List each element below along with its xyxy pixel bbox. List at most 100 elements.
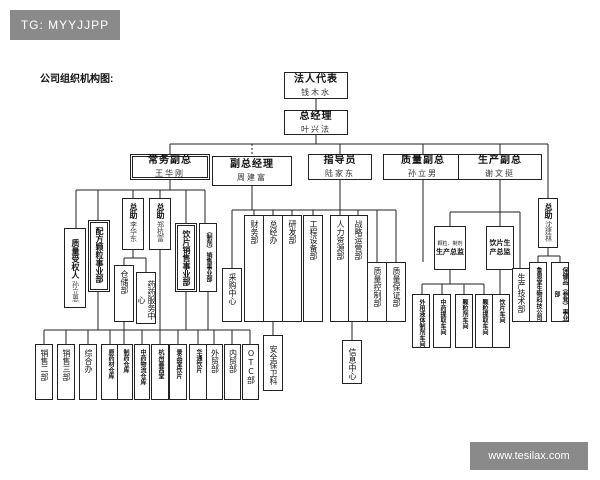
- node-title: 总助: [156, 203, 165, 219]
- node-production-deputy: 生产副总 谢文挺: [458, 154, 542, 180]
- watermark-top-left: TG: MYYJJPP: [10, 10, 120, 40]
- node-title: 信息中心: [348, 348, 357, 380]
- node-title: 研发部: [288, 220, 297, 244]
- node-pharma-warehouse: 制药仓库: [117, 344, 133, 400]
- node-person: 李华东: [129, 221, 138, 242]
- node-title: 仓储部: [120, 270, 129, 294]
- node-title: 生产副总: [478, 155, 522, 166]
- node-assistant-li: 总助 李华东: [122, 198, 144, 250]
- node-title: 战略运营部: [354, 220, 363, 260]
- watermark-bottom-right: www.tesilax.com: [470, 442, 588, 470]
- node-title: 安全保卫科: [269, 345, 278, 385]
- node-formula-granule-division: 配方颗粒事业部: [88, 220, 110, 292]
- node-rd-dept: 研发部: [282, 215, 302, 322]
- node-title: 副总经理: [230, 159, 274, 170]
- node-general-manager: 总经理 叶兴法: [284, 110, 348, 135]
- node-finance-dept: 财务部: [244, 215, 264, 322]
- node-person: 周建富: [237, 173, 267, 182]
- node-purchasing-center: 采购中心: [222, 268, 242, 322]
- node-herb-logistics-warehouse: 中药物流仓库: [134, 344, 150, 400]
- node-person: 王华刚: [155, 169, 185, 178]
- node-title: 质量受权人: [71, 238, 80, 279]
- node-title: 综合办: [84, 349, 93, 373]
- node-biotech-company: 鲁恩堂生物科技公司: [529, 262, 547, 322]
- node-executive-deputy: 常务副总 王华刚: [130, 154, 210, 180]
- node-foreign-trade-dept: 外贸部: [206, 344, 223, 400]
- node-quality-authorized-person: 质量受权人 孙立恩: [64, 228, 86, 308]
- node-title: 内贸部: [228, 349, 238, 373]
- node-title: 中药提取车间: [439, 299, 446, 335]
- node-title: 指导员: [323, 155, 357, 166]
- node-person: 沈建林: [544, 221, 553, 242]
- node-strategy-dept: 战略运营部: [348, 215, 368, 322]
- node-title: 杭州慕茜堂: [157, 349, 164, 379]
- node-otc-dept: OTC部: [242, 344, 259, 400]
- node-general-office: 总经办: [263, 215, 283, 322]
- node-title: 销售三部: [62, 349, 71, 381]
- node-engineering-dept: 工程设备部: [303, 215, 323, 322]
- node-deputy-general-manager: 副总经理 周建富: [212, 156, 292, 186]
- node-title: 饮片生产总监: [489, 239, 511, 256]
- node-title: 财务部: [250, 220, 259, 244]
- node-title: 常务副总: [148, 155, 192, 166]
- node-tablet-workshop: 饮片车间: [492, 294, 510, 348]
- node-title: 人力资源部: [336, 220, 345, 260]
- node-title: （制剂）销售事业部: [205, 228, 212, 282]
- node-title: 外用液体制剂车间: [418, 299, 425, 347]
- node-title: 生产总监: [436, 247, 464, 256]
- node-subtitle: 颗粒、制剂: [437, 240, 463, 247]
- node-domestic-trade-dept: 内贸部: [224, 344, 241, 400]
- node-title: 销售二部: [40, 349, 49, 381]
- node-liquid-prep-workshop: 外用液体制剂车间: [412, 294, 430, 348]
- node-quality-control-dept: 质量控制部: [367, 262, 387, 322]
- node-title: 质量控制部: [373, 267, 382, 307]
- node-granule-extract-workshop: 颗粒提取车间: [475, 294, 493, 348]
- node-person: 叶兴法: [301, 124, 331, 134]
- node-legal-representative: 法人代表 钱木水: [284, 72, 348, 99]
- node-person: 陆家东: [325, 169, 355, 178]
- node-title: 质量保证部: [392, 267, 401, 307]
- node-title: 中药物流仓库: [139, 349, 146, 385]
- node-granule-workshop: 颗粒剂车间: [455, 294, 473, 348]
- node-info-center: 信息中心: [342, 340, 362, 384]
- node-herb-extract-workshop: 中药提取车间: [433, 294, 451, 348]
- node-person: 孙立恩: [71, 280, 80, 302]
- node-title: 制药仓库: [122, 349, 129, 373]
- node-security-section: 安全保卫科: [263, 335, 283, 391]
- node-general-office-2: 综合办: [79, 344, 97, 400]
- node-tablet-sales-division: 饮片销售事业部: [175, 223, 197, 292]
- node-preparation-sales-division: （制剂）销售事业部: [199, 223, 217, 292]
- node-title: 法人代表: [294, 73, 338, 85]
- node-granule-production-director: 颗粒、制剂 生产总监: [434, 226, 466, 270]
- node-sales-dept-3: 销售三部: [57, 344, 75, 400]
- node-hr-dept: 人力资源部: [330, 215, 350, 322]
- node-person: 钱木水: [301, 87, 331, 97]
- node-title: 鲁恩堂生物科技公司: [535, 267, 542, 321]
- node-title: 总经办: [269, 220, 278, 244]
- node-health-products-division: 保健品（参茸）事业部: [551, 262, 569, 322]
- node-title: OTC部: [246, 349, 256, 384]
- node-pharma-service-center: 药药服务中心: [136, 272, 156, 324]
- node-title: 总经理: [299, 110, 333, 122]
- node-person: 郑杭富: [156, 221, 165, 242]
- node-title: 饮片车间: [498, 299, 505, 323]
- node-title: 采购中心: [228, 273, 237, 305]
- node-quality-deputy: 质量副总 孙立男: [383, 154, 463, 180]
- node-title: 保健品（参茸）事业部: [553, 267, 568, 321]
- node-advisor: 指导员 陆家东: [308, 154, 372, 180]
- node-huatong-tablets: 华通饮片: [189, 344, 207, 400]
- node-hangzhou-pharmacy: 杭州慕茜堂: [151, 344, 169, 400]
- node-title: 饮片销售事业部: [182, 230, 191, 286]
- node-title: 质量副总: [401, 155, 445, 166]
- node-sales-dept-2: 销售二部: [35, 344, 53, 400]
- node-title: 颗粒剂车间: [461, 299, 468, 329]
- node-title: 配方颗粒事业部: [95, 227, 104, 283]
- node-title: 原药材仓库: [107, 349, 114, 379]
- node-person: 谢文挺: [485, 169, 515, 178]
- node-title: 华通饮片: [195, 349, 202, 373]
- node-tablet-production-director: 饮片生产总监: [486, 226, 514, 270]
- node-assistant-zheng: 总助 郑杭富: [149, 198, 171, 250]
- node-production-tech-dept: 生产技术部: [512, 268, 530, 322]
- node-title: 总助: [129, 203, 138, 219]
